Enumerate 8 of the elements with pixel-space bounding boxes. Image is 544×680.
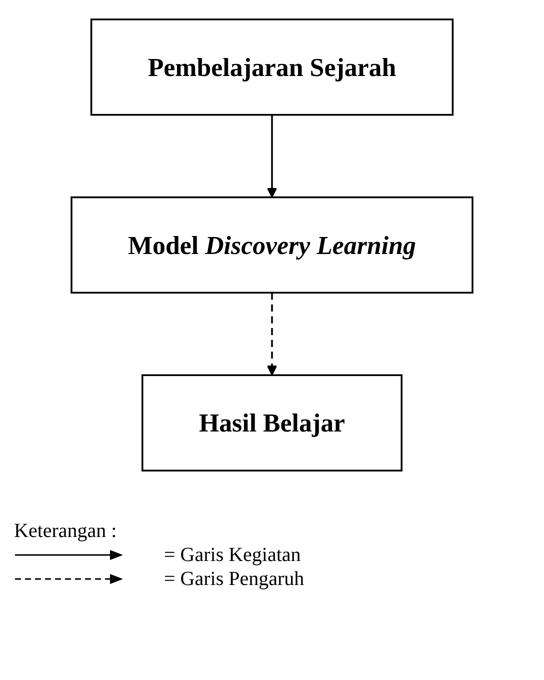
- process-box: Pembelajaran Sejarah: [90, 18, 454, 116]
- arrow: [266, 114, 278, 198]
- legend-text: = Garis Pengaruh: [164, 568, 304, 590]
- legend-heading: Keterangan :: [14, 520, 118, 543]
- process-box: Hasil Belajar: [142, 374, 402, 472]
- arrow: [266, 292, 278, 376]
- legend-text: = Garis Kegiatan: [164, 544, 301, 566]
- process-box: Model Discovery Learning: [70, 196, 474, 294]
